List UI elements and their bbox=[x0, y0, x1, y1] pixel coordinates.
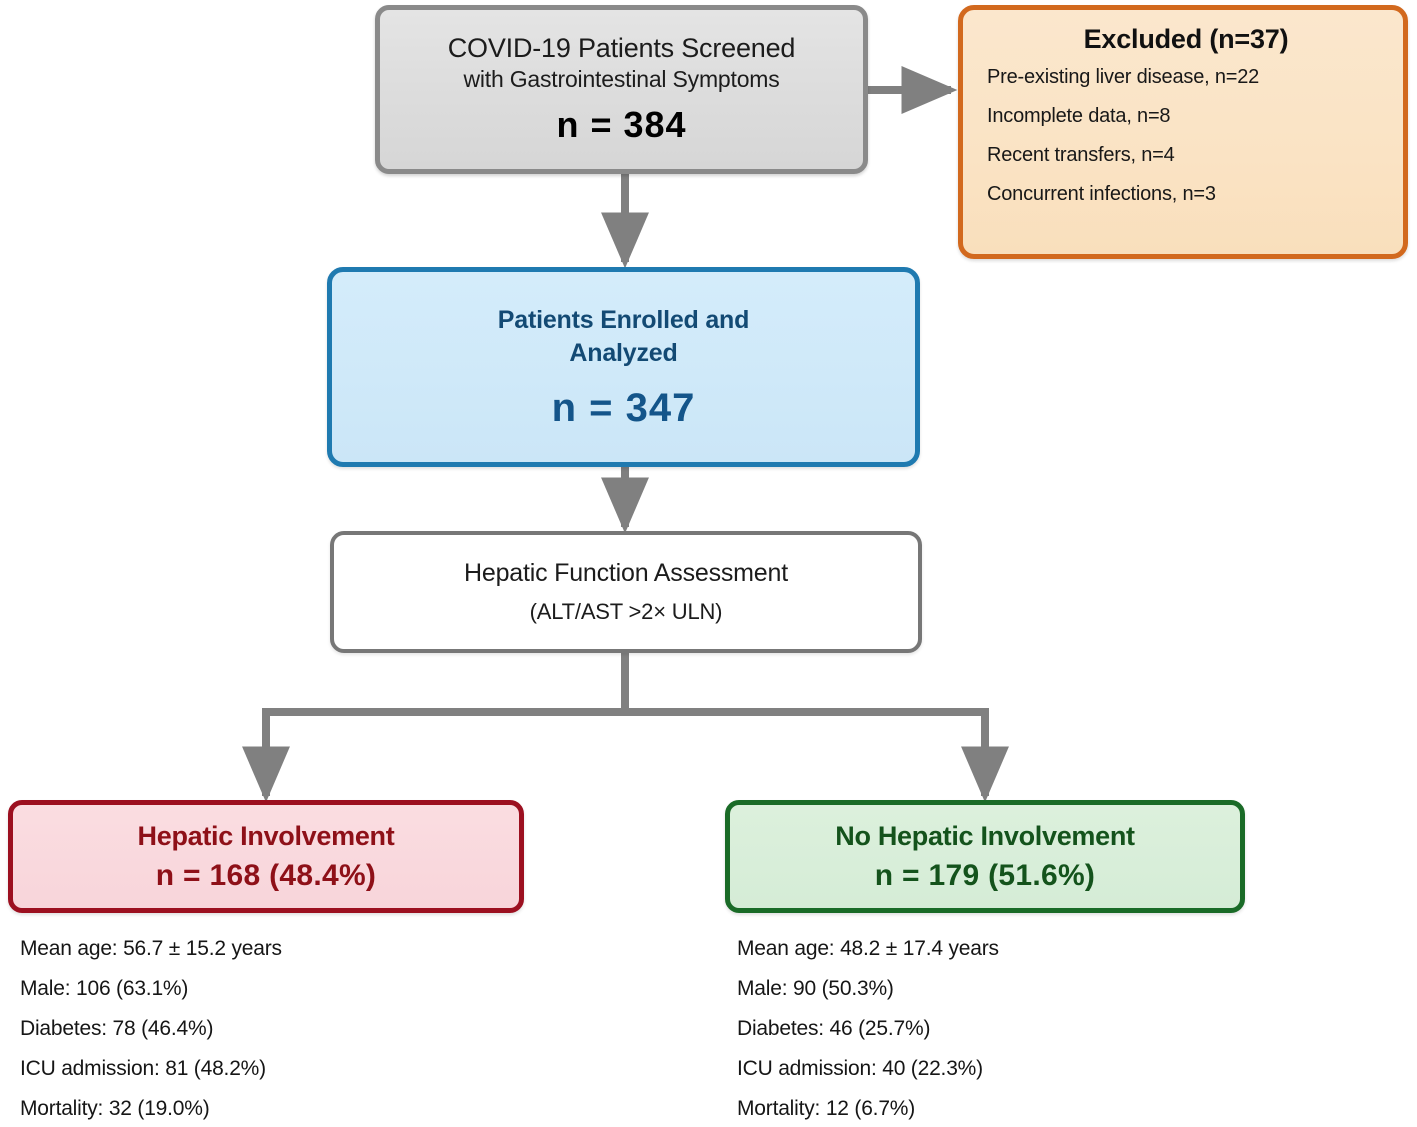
node-enrolled[interactable]: Patients Enrolled and Analyzed n = 347 bbox=[327, 267, 920, 467]
enrolled-line1: Patients Enrolled and bbox=[497, 305, 750, 334]
nohepatic-stat-mortality: Mortality: 12 (6.7%) bbox=[737, 1097, 916, 1120]
excluded-title: Excluded (n=37) bbox=[1083, 24, 1289, 54]
connector-split-bus bbox=[266, 653, 985, 716]
excluded-item-3: Concurrent infections, n=3 bbox=[987, 183, 1216, 205]
hepatic-title: Hepatic Involvement bbox=[137, 820, 395, 851]
node-hepatic-function-assessment[interactable]: Hepatic Function Assessment (ALT/AST >2×… bbox=[330, 531, 922, 653]
screened-count: n = 384 bbox=[556, 103, 687, 145]
assessment-line1: Hepatic Function Assessment bbox=[464, 559, 788, 587]
node-no-hepatic-involvement[interactable]: No Hepatic Involvement n = 179 (51.6%) bbox=[725, 800, 1245, 913]
nohepatic-stat-icu-admission: ICU admission: 40 (22.3%) bbox=[737, 1057, 983, 1080]
nohepatic-stat-diabetes: Diabetes: 46 (25.7%) bbox=[737, 1017, 931, 1040]
stats-no-hepatic-involvement: Mean age: 48.2 ± 17.4 years Male: 90 (50… bbox=[737, 938, 1257, 1127]
nohepatic-stat-mean-age: Mean age: 48.2 ± 17.4 years bbox=[737, 937, 999, 960]
nohepatic-title: No Hepatic Involvement bbox=[835, 820, 1135, 851]
stats-hepatic-involvement: Mean age: 56.7 ± 15.2 years Male: 106 (6… bbox=[20, 938, 540, 1127]
node-excluded[interactable]: Excluded (n=37) Pre-existing liver disea… bbox=[958, 5, 1408, 259]
excluded-item-1: Incomplete data, n=8 bbox=[987, 105, 1171, 127]
hepatic-stat-mean-age: Mean age: 56.7 ± 15.2 years bbox=[20, 937, 282, 960]
hepatic-stat-icu-admission: ICU admission: 81 (48.2%) bbox=[20, 1057, 266, 1080]
screened-line2: with Gastrointestinal Symptoms bbox=[463, 66, 780, 93]
screened-line1: COVID-19 Patients Screened bbox=[447, 33, 796, 63]
hepatic-count: n = 168 (48.4%) bbox=[155, 858, 377, 892]
node-hepatic-involvement[interactable]: Hepatic Involvement n = 168 (48.4%) bbox=[8, 800, 524, 913]
nohepatic-stat-male: Male: 90 (50.3%) bbox=[737, 977, 894, 1000]
hepatic-stat-male: Male: 106 (63.1%) bbox=[20, 977, 189, 1000]
assessment-criteria: (ALT/AST >2× ULN) bbox=[529, 599, 723, 624]
hepatic-stat-diabetes: Diabetes: 78 (46.4%) bbox=[20, 1017, 214, 1040]
excluded-item-2: Recent transfers, n=4 bbox=[987, 144, 1175, 166]
enrolled-line2: Analyzed bbox=[569, 338, 678, 367]
enrolled-count: n = 347 bbox=[551, 385, 696, 430]
excluded-item-0: Pre-existing liver disease, n=22 bbox=[987, 66, 1260, 88]
nohepatic-count: n = 179 (51.6%) bbox=[874, 858, 1096, 892]
hepatic-stat-mortality: Mortality: 32 (19.0%) bbox=[20, 1097, 210, 1120]
node-screened[interactable]: COVID-19 Patients Screened with Gastroin… bbox=[375, 5, 868, 174]
